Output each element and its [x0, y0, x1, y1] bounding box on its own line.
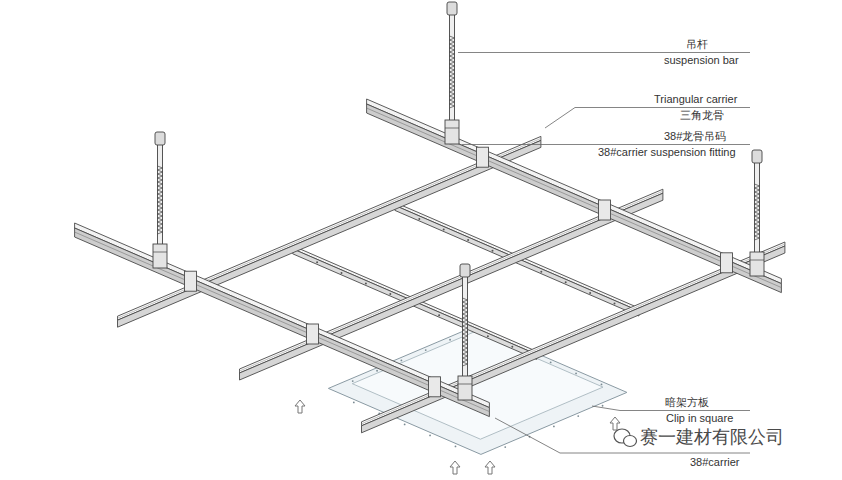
- clip-in-panel: [328, 326, 627, 454]
- up-arrow: [295, 400, 305, 413]
- strip-hole: [316, 261, 318, 263]
- part-label: 38#carrier: [690, 456, 740, 469]
- carrier-clip: [185, 271, 197, 291]
- strip-hole: [589, 292, 591, 294]
- fitting-bolt: [750, 260, 764, 261]
- strip-hole: [438, 314, 440, 316]
- carrier-38: [75, 223, 490, 408]
- strip-hole: [341, 272, 343, 274]
- suspension-fitting: [750, 252, 764, 276]
- carrier-web: [75, 232, 490, 412]
- fitting-bolt: [445, 128, 459, 129]
- fitting-bolt: [153, 252, 167, 253]
- carrier-clip: [599, 200, 611, 220]
- carrier-web: [367, 108, 782, 288]
- strip-hole: [487, 335, 489, 337]
- suspension-fitting: [153, 244, 167, 268]
- rod-nut: [460, 264, 470, 277]
- panel-hole: [550, 362, 552, 364]
- rod-thread: [463, 298, 468, 366]
- triangular-carrier: [240, 193, 663, 380]
- carrier-38: [367, 99, 782, 284]
- part-label: 吊杆: [686, 38, 708, 51]
- triangular-carrier: [118, 136, 541, 320]
- part-label: 暗架方板: [665, 396, 709, 409]
- rod-thread: [158, 166, 163, 234]
- rod-nut: [155, 132, 165, 145]
- strip-hole: [467, 239, 469, 241]
- carrier-clip: [307, 324, 319, 344]
- panel-hole: [425, 349, 427, 351]
- triangular-carrier: [362, 246, 785, 433]
- panel-hole: [577, 415, 579, 417]
- suspension-fitting: [445, 120, 459, 144]
- panel-hole: [401, 360, 403, 362]
- carrier-clip: [477, 147, 489, 167]
- part-label: 三角龙骨: [680, 109, 724, 122]
- carrier-38: [75, 228, 490, 417]
- triangular-carrier: [362, 242, 785, 426]
- carrier-ridge: [118, 138, 541, 318]
- carrier-38: [367, 104, 782, 293]
- watermark: 赛一建材有限公司: [640, 427, 784, 448]
- panel-hole: [376, 370, 378, 372]
- panel-hole: [449, 339, 451, 341]
- up-arrow: [610, 417, 620, 430]
- rod-nut: [447, 2, 457, 15]
- panel-hole: [553, 426, 555, 428]
- suspension-rod: [450, 12, 455, 128]
- suspension-rod: [158, 142, 163, 252]
- strip-hole: [418, 218, 420, 220]
- strip-hole: [540, 271, 542, 273]
- carrier-ridge: [362, 244, 785, 424]
- up-arrow: [450, 461, 460, 474]
- up-arrow: [485, 461, 495, 474]
- strip-hole: [492, 250, 494, 252]
- triangular-carrier: [240, 189, 663, 373]
- part-label: Triangular carrier: [654, 93, 737, 106]
- rod-thread: [755, 184, 760, 240]
- strip-hole: [565, 281, 567, 283]
- panel-hole: [575, 373, 577, 375]
- leader-line: [462, 144, 750, 145]
- part-label: 38#carrier suspension fitting: [598, 146, 736, 159]
- suspension-rod: [755, 160, 760, 260]
- suspension-fitting: [458, 376, 472, 400]
- suspension-rod: [463, 274, 468, 384]
- rod-nut: [752, 150, 762, 163]
- rod-thread: [450, 36, 455, 108]
- carrier-clip: [429, 377, 441, 397]
- part-label: suspension bar: [664, 54, 739, 67]
- fitting-bolt: [458, 384, 472, 385]
- panel-hole: [404, 424, 406, 426]
- strip-hole: [443, 229, 445, 231]
- part-label: Clip in square: [666, 412, 733, 425]
- strip-hole: [389, 293, 391, 295]
- watermark-icon: [624, 436, 637, 447]
- leader-line: [545, 108, 750, 129]
- part-label: 38#龙骨吊码: [664, 130, 726, 143]
- carrier-ridge: [240, 191, 663, 371]
- panel-hole: [602, 405, 604, 407]
- strip-hole: [365, 282, 367, 284]
- panel-hole: [429, 435, 431, 437]
- strip-hole: [614, 302, 616, 304]
- panel-hole: [504, 446, 506, 448]
- panel-hole: [353, 402, 355, 404]
- strip-hole: [511, 346, 513, 348]
- panel-hole: [455, 446, 457, 448]
- triangular-carrier: [118, 140, 541, 327]
- carrier-clip: [721, 253, 733, 273]
- ceiling-illustration: [75, 2, 785, 474]
- panel-face: [352, 332, 603, 440]
- panel-hole: [601, 384, 603, 386]
- leader-line: [458, 52, 750, 53]
- panel-hole: [352, 380, 354, 382]
